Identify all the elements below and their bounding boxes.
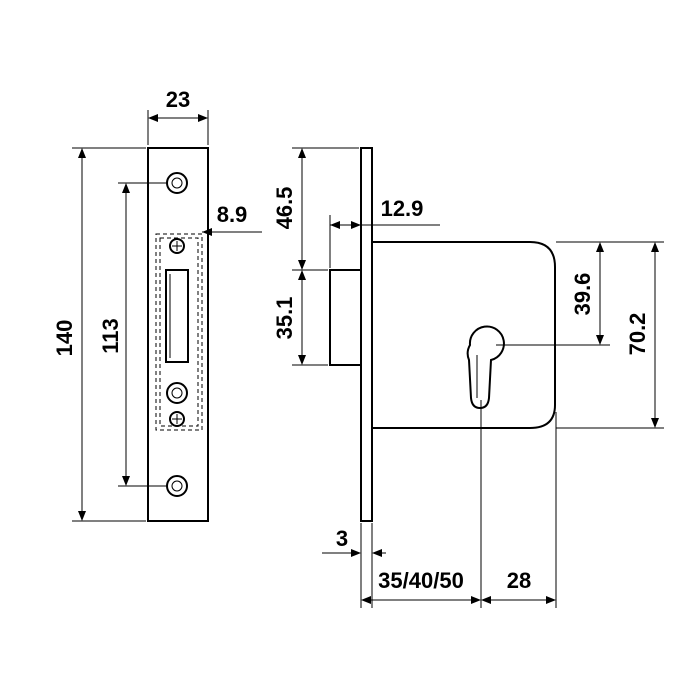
dim-bolt-height: 35.1 xyxy=(272,270,328,366)
dim-cylinder-to-top: 39.6 xyxy=(496,241,610,346)
dim-strike-width: 23 xyxy=(147,87,209,145)
strike-recess-outline xyxy=(155,233,203,431)
dim-label-strike-offset: 8.9 xyxy=(217,202,248,227)
lock-case xyxy=(371,241,556,429)
dim-label-strike-height: 140 xyxy=(52,320,77,357)
strike-plate xyxy=(147,147,209,522)
dim-label-backset: 35/40/50 xyxy=(378,568,464,593)
dim-screw-spacing: 113 xyxy=(98,182,168,487)
dim-backset: 35/40/50 xyxy=(361,400,482,608)
dim-label-faceplate-thickness: 3 xyxy=(336,526,348,551)
dim-label-bolt-projection: 12.9 xyxy=(381,196,424,221)
dim-label-bolt-height: 35.1 xyxy=(272,297,297,340)
dim-top-to-bolt: 46.5 xyxy=(272,147,359,271)
dim-label-cylinder-to-back: 28 xyxy=(507,568,531,593)
dim-cylinder-to-back: 28 xyxy=(481,412,557,608)
screw-hole-top xyxy=(166,172,188,194)
cross-screw-icon xyxy=(169,238,185,254)
dim-case-height: 70.2 xyxy=(556,241,664,429)
dim-label-strike-width: 23 xyxy=(166,87,190,112)
screw-hole-bottom xyxy=(166,475,188,497)
dim-faceplate-thickness: 3 xyxy=(322,523,386,608)
dim-label-screw-spacing: 113 xyxy=(98,318,123,354)
dim-strike-offset: 8.9 xyxy=(202,202,262,236)
lock-body xyxy=(329,147,556,522)
cross-screw-icon xyxy=(169,411,185,427)
faceplate xyxy=(360,147,373,522)
screw-hole-middle xyxy=(166,382,188,404)
lock-bolt xyxy=(329,269,362,366)
dim-bolt-projection: 12.9 xyxy=(329,196,440,268)
bolt-slot xyxy=(165,269,189,363)
dim-label-cylinder-to-top: 39.6 xyxy=(570,273,595,316)
dim-label-top-to-bolt: 46.5 xyxy=(272,187,297,230)
dim-label-case-height: 70.2 xyxy=(625,313,650,356)
dim-strike-height: 140 xyxy=(52,147,146,522)
